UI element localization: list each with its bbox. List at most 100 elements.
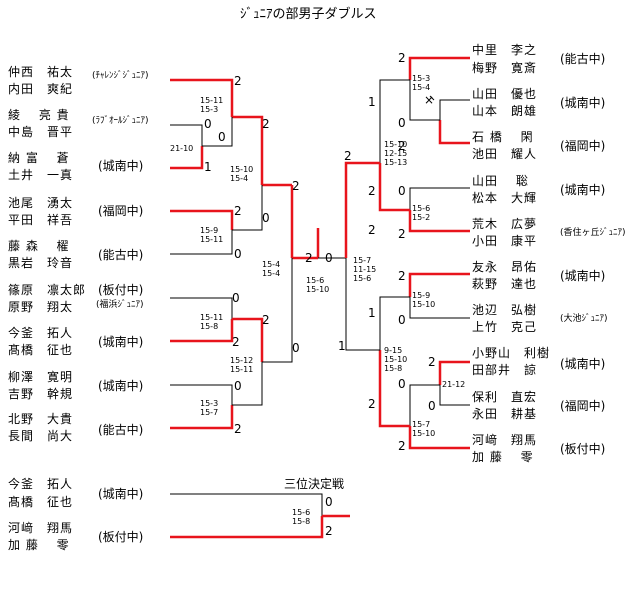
- bracket-line: [170, 516, 324, 539]
- left-pair-6-team: (板付中): [98, 283, 144, 297]
- score: 0: [262, 211, 270, 225]
- score: 2: [262, 117, 270, 131]
- right-pair-7-player-1: 池辺 弘樹: [472, 303, 538, 317]
- score: 1: [338, 339, 346, 353]
- bracket-line: [170, 146, 204, 170]
- score: 0: [232, 291, 240, 305]
- bracket-line: [409, 297, 470, 319]
- right-pair-1-player-2: 梅野 寛斎: [472, 61, 538, 75]
- set-score: 21-10: [170, 144, 194, 153]
- right-pair-2-player-2: 山本 朗雄: [472, 104, 538, 118]
- score: 0: [234, 379, 242, 393]
- right-pair-8-player-1: 小野山 利樹: [472, 346, 551, 360]
- right-pair-9-player-1: 保利 直宏: [472, 390, 538, 404]
- score: 1: [368, 306, 376, 320]
- left-pair-1-team: (ﾁｬﾚﾝｼﾞｼﾞｭﾆｱ): [92, 71, 149, 81]
- third-pair-2-player-1: 河﨑 翔馬: [8, 521, 74, 535]
- left-pair-8-team: (城南中): [98, 379, 144, 393]
- score: 0: [398, 377, 406, 391]
- bracket-line: [409, 187, 470, 210]
- bracket-line: [438, 360, 470, 385]
- left-pair-3-player-2: 土井 一真: [8, 168, 74, 182]
- right-pair-5-team: (香住ヶ丘ｼﾞｭﾆｱ): [560, 228, 626, 238]
- bracket-line: [409, 384, 440, 426]
- left-pair-2-player-1: 綾 亮 貴: [8, 108, 70, 122]
- left-pair-5-player-1: 藤 森 櫂: [8, 239, 70, 253]
- bracket-line: [439, 99, 470, 120]
- bracket-line: [344, 161, 380, 258]
- bracket-line: [170, 493, 323, 516]
- score: 2: [398, 269, 406, 283]
- score: 2: [234, 74, 242, 88]
- left-pair-1-player-1: 仲西 祐太: [8, 65, 74, 79]
- left-pair-5-team: (能古中): [98, 248, 144, 262]
- third-pair-1-team: (城南中): [98, 487, 144, 501]
- left-pair-4-team: (福岡中): [98, 204, 144, 218]
- third-pair-2-player-2: 加 藤 零: [8, 538, 70, 552]
- left-pair-1-player-2: 内田 爽紀: [8, 82, 74, 96]
- left-pair-4-player-1: 池尾 湧太: [8, 196, 74, 210]
- left-pair-6-team-2: (福浜ｼﾞｭﾆｱ): [96, 300, 144, 310]
- score: 2: [234, 422, 242, 436]
- right-pair-5-player-1: 荒木 広夢: [472, 217, 538, 231]
- score: 2: [398, 439, 406, 453]
- third-pair-2-team: (板付中): [98, 530, 144, 544]
- right-pair-6-player-1: 友永 昂佑: [472, 260, 538, 274]
- final-score-right: 0: [325, 251, 333, 265]
- right-pair-4-player-1: 山田 聡: [472, 174, 529, 188]
- right-pair-4-player-2: 松本 大輝: [472, 191, 538, 205]
- score: 2: [368, 397, 376, 411]
- right-pair-10-team: (板付中): [560, 442, 606, 456]
- bracket-line: [408, 426, 470, 450]
- right-pair-9-player-2: 永田 耕基: [472, 407, 538, 421]
- right-pair-6-team: (城南中): [560, 269, 606, 283]
- score: 1: [368, 95, 376, 109]
- score: 0: [204, 117, 212, 131]
- left-pair-7-player-2: 髙橋 征也: [8, 343, 74, 357]
- right-pair-8-player-2: 田部井 諒: [472, 363, 538, 377]
- score: 2: [232, 335, 240, 349]
- walkover-mark: ×: [424, 93, 435, 107]
- third-score-2: 2: [325, 524, 333, 538]
- bracket-line: [170, 319, 234, 343]
- right-pair-10-player-1: 河﨑 翔馬: [472, 433, 538, 447]
- bracket-line: [438, 120, 470, 145]
- bracket-line: [170, 230, 233, 255]
- score: 1: [204, 160, 212, 174]
- bracket-line: [232, 362, 263, 406]
- score: 2: [398, 227, 406, 241]
- bracket-line: [170, 297, 233, 319]
- bracket-line: [170, 384, 233, 405]
- right-pair-6-player-2: 萩野 達也: [472, 277, 538, 291]
- score: 0: [398, 313, 406, 327]
- bracket-line: [408, 56, 470, 80]
- score: 0: [292, 341, 300, 355]
- right-pair-9-team: (福岡中): [560, 399, 606, 413]
- final-score-left: 2: [305, 251, 313, 265]
- score: 2: [398, 51, 406, 65]
- left-pair-4-player-2: 平田 祥吾: [8, 213, 74, 227]
- bracket-line: [378, 350, 410, 428]
- left-pair-7-player-1: 今釜 拓人: [8, 326, 74, 340]
- right-pair-1-team: (能古中): [560, 52, 606, 66]
- left-pair-8-player-2: 吉野 幹規: [8, 387, 74, 401]
- right-pair-5-player-2: 小田 康平: [472, 234, 538, 248]
- score: 2: [398, 139, 406, 153]
- left-pair-9-player-2: 長間 尚大: [8, 429, 74, 443]
- bracket-line: [170, 124, 203, 146]
- right-pair-1-player-1: 中里 李之: [472, 43, 538, 57]
- bracket-line: [232, 317, 264, 362]
- right-pair-4-team: (城南中): [560, 183, 606, 197]
